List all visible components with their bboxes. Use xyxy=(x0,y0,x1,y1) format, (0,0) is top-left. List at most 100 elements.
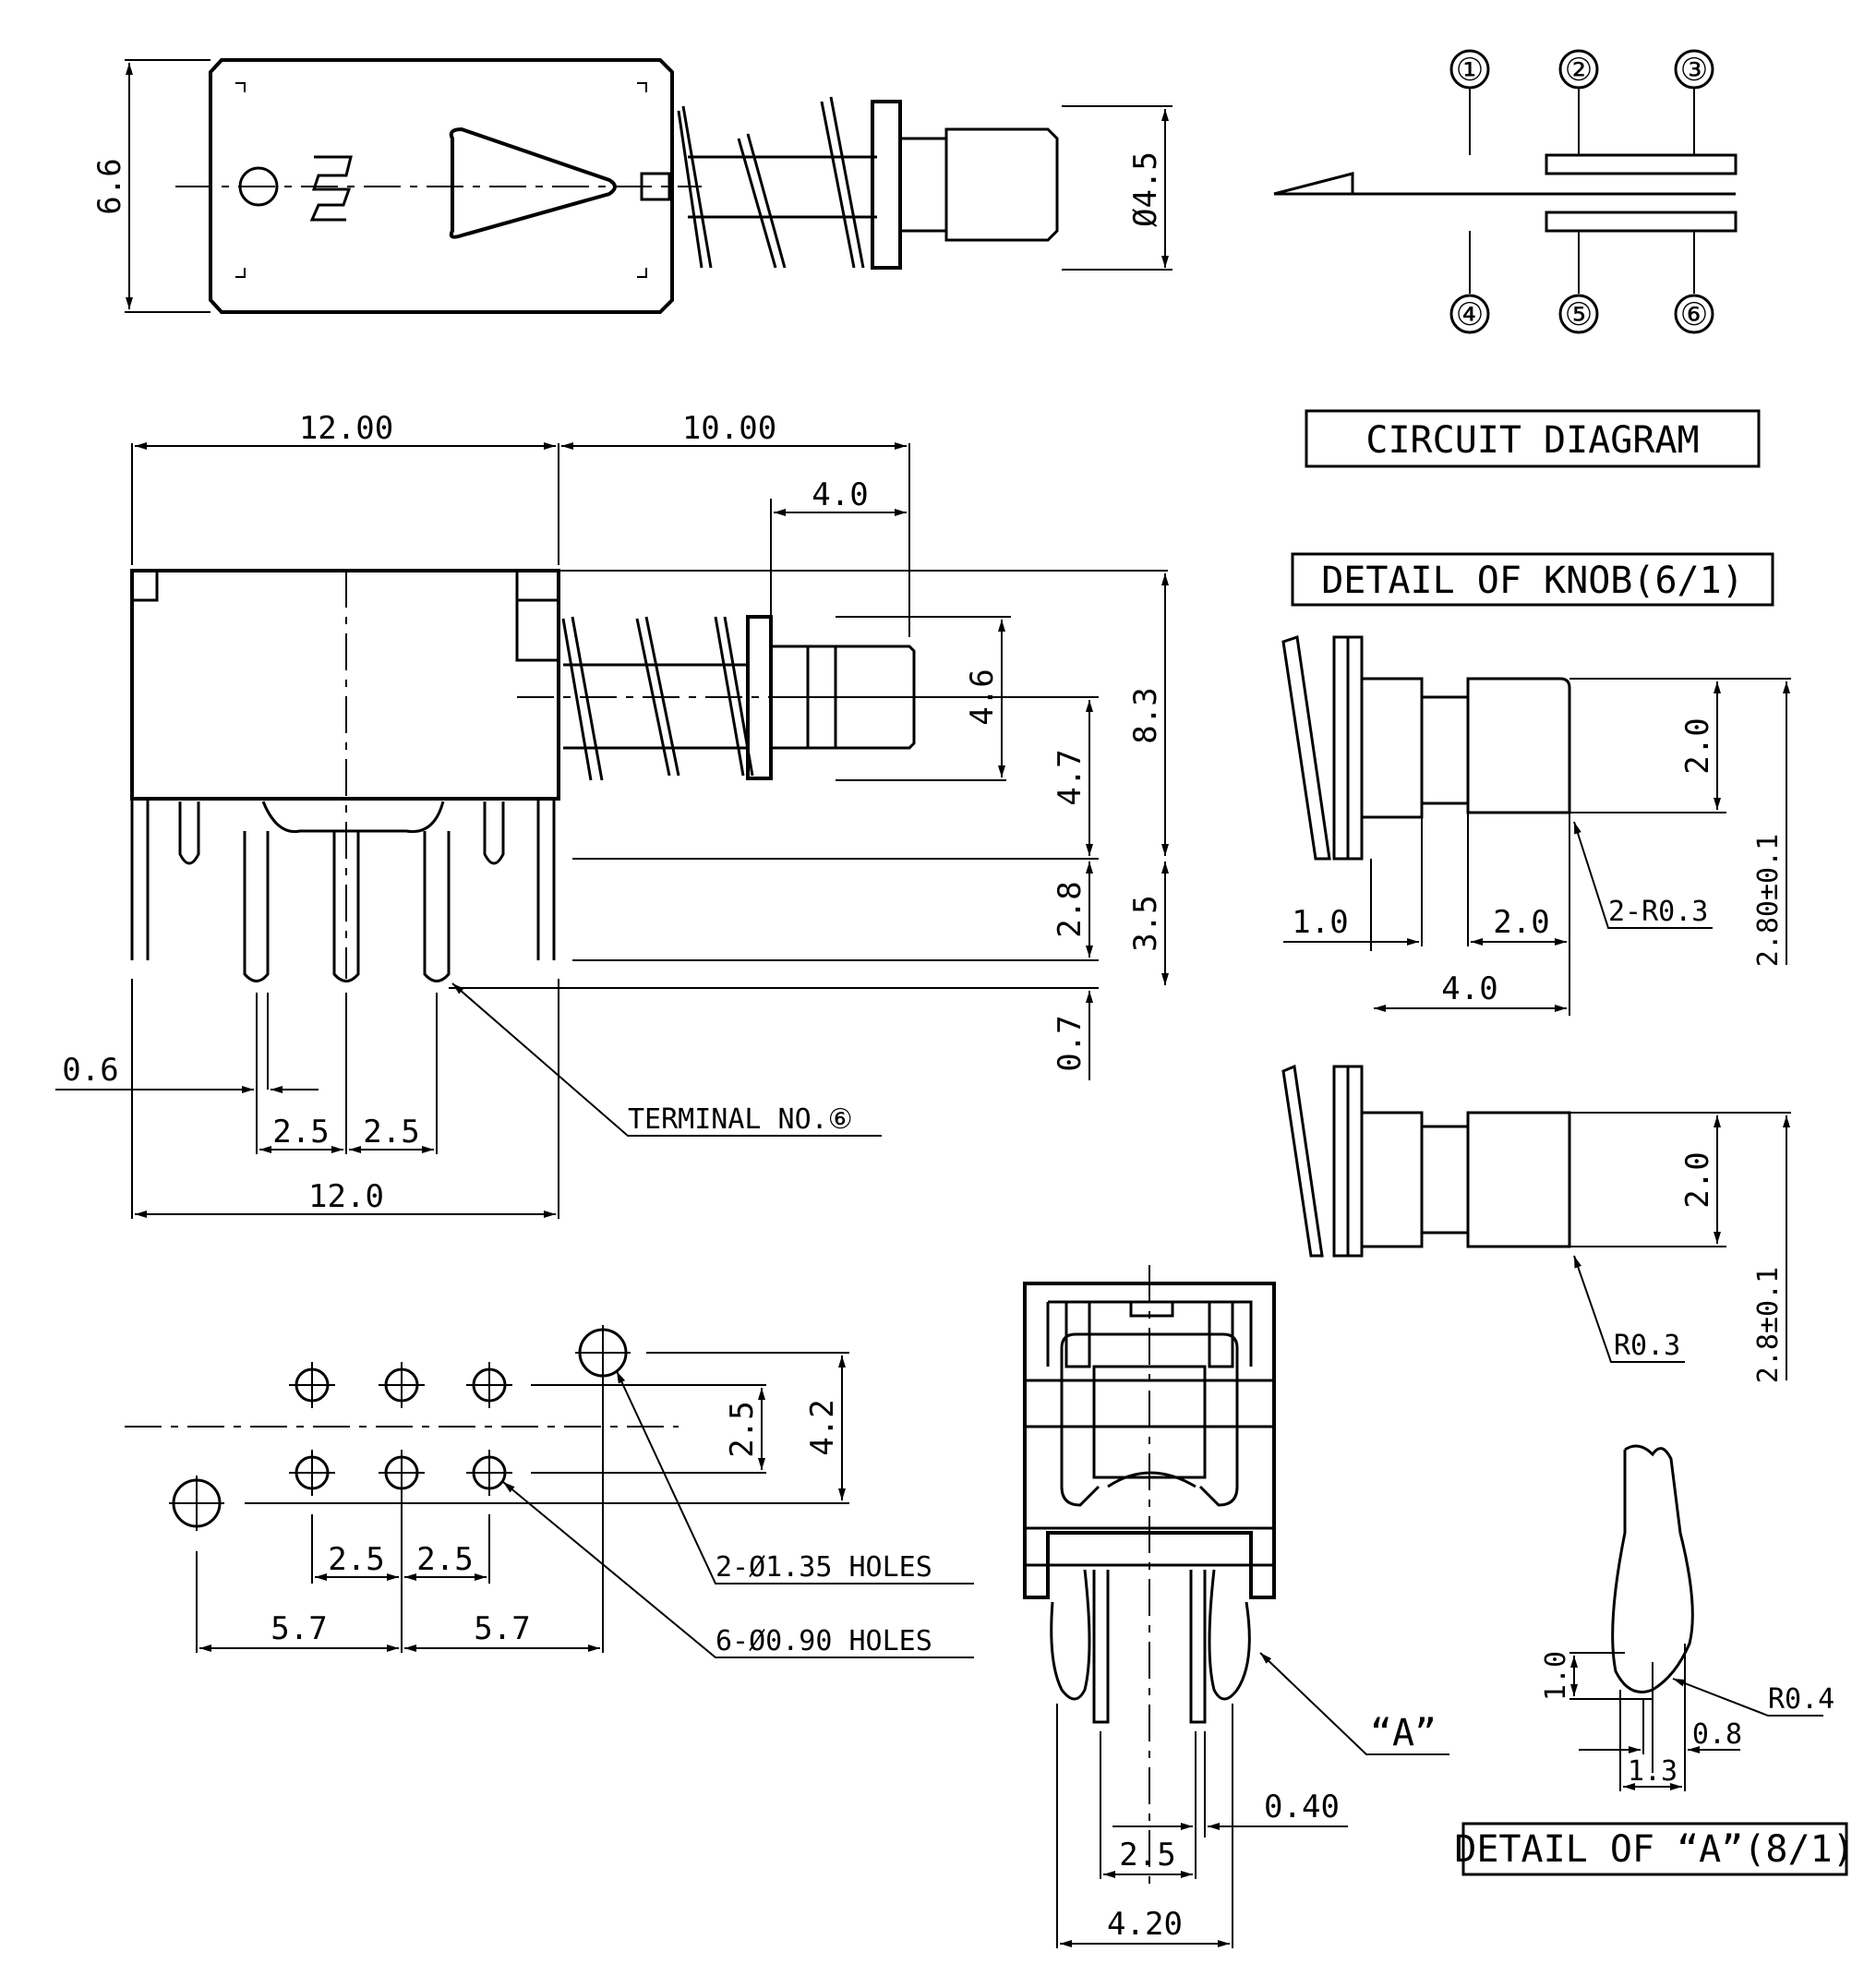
top-flange xyxy=(871,100,902,270)
top-body-outline xyxy=(209,58,674,314)
dim-12-00: 12.00 xyxy=(299,410,393,447)
circuit-diagram-title: CIRCUIT DIAGRAM xyxy=(1365,419,1699,462)
knob-detail-title: DETAIL OF KNOB(6/1) xyxy=(1321,560,1744,602)
dim-det-1-0: 1.0 xyxy=(1540,1651,1572,1701)
dim-10-00: 10.00 xyxy=(682,410,776,447)
top-view: 6.6 Ø4.5 xyxy=(91,58,1172,314)
detail-a-terminal xyxy=(1611,1444,1694,1693)
callout-a-leader xyxy=(1259,1652,1449,1755)
knob-flange-1b xyxy=(1346,635,1364,861)
dim-knob-2-0: 2.0 xyxy=(1679,717,1716,774)
dim-pcb-5-7b: 5.7 xyxy=(474,1610,530,1647)
holes-6-leader xyxy=(502,1481,974,1658)
knob2-r03-note: R0.3 xyxy=(1614,1330,1680,1362)
dim-3-5: 3.5 xyxy=(1127,895,1164,951)
front-top-notch xyxy=(1129,1302,1174,1318)
circuit-diagram: ① ② ③ ④ ⑤ ⑥ CIRCUIT DIAGRAM xyxy=(1273,49,1761,468)
knob-ext-2 xyxy=(1569,1112,1791,1247)
terminal-5-icon xyxy=(1558,294,1599,334)
top-arrow-window xyxy=(449,127,617,239)
top-body-corners xyxy=(235,82,647,278)
dim-knob2-2-0: 2.0 xyxy=(1679,1151,1716,1208)
front-knob-arc xyxy=(1107,1471,1197,1488)
terminal-2-label: ② xyxy=(1565,52,1593,89)
dim-2-5a: 2.5 xyxy=(272,1114,329,1151)
knob-cap-1 xyxy=(1466,677,1571,814)
dim-pcb-4-2: 4.2 xyxy=(804,1399,841,1455)
side-end-pins xyxy=(130,799,556,960)
dim-pcb-5-7a: 5.7 xyxy=(271,1610,327,1647)
terminal-2-icon xyxy=(1558,49,1599,90)
circuit-slider-tip xyxy=(1273,172,1354,196)
dim-0-6: 0.6 xyxy=(62,1052,118,1089)
side-body xyxy=(130,569,560,801)
side-knob-cap xyxy=(834,645,916,750)
dim-det-0-8: 0.8 xyxy=(1692,1718,1742,1751)
dim-knob-1-0: 1.0 xyxy=(1292,904,1348,941)
knob-stem-1 xyxy=(1422,695,1470,805)
dim-dia-4-5: Ø4.5 xyxy=(1127,151,1164,227)
r04-leader xyxy=(1672,1678,1823,1717)
knob-flange-2b xyxy=(1346,1065,1364,1258)
top-spring xyxy=(677,96,865,269)
front-terminal-right xyxy=(1208,1569,1251,1701)
knob-detail: DETAIL OF KNOB(6/1) 2.0 2.80±0.1 1.0 2.0… xyxy=(1281,552,1791,1383)
circuit-contact-upper xyxy=(1545,153,1738,175)
callout-a: “A” xyxy=(1370,1712,1437,1754)
dim-knob-2-0b: 2.0 xyxy=(1493,904,1549,941)
side-extension-lines xyxy=(131,443,1168,1219)
dim-knob2-2-8: 2.8±0.1 xyxy=(1752,1267,1785,1383)
detail-a-ext-lines xyxy=(1569,1644,1686,1791)
dim-2-5b: 2.5 xyxy=(363,1114,419,1151)
dim-4-7: 4.7 xyxy=(1052,749,1088,805)
dim-4-6: 4.6 xyxy=(964,669,1001,725)
terminal-1-icon xyxy=(1449,49,1490,90)
dim-knob-4-0: 4.0 xyxy=(1441,970,1497,1007)
dim-8-3: 8.3 xyxy=(1127,687,1164,743)
terminal-1-label: ① xyxy=(1456,52,1484,89)
dim-knob-2-80: 2.80±0.1 xyxy=(1752,834,1785,968)
terminal-6-note: TERMINAL NO.⑥ xyxy=(628,1103,853,1136)
circuit-contact-lower xyxy=(1545,211,1738,233)
knob-r03-leader xyxy=(1573,821,1713,929)
dim-0-7: 0.7 xyxy=(1052,1015,1088,1071)
terminal-3-label: ③ xyxy=(1680,52,1708,89)
circuit-diagram-title-box xyxy=(1305,409,1761,468)
knob2-r03-leader xyxy=(1573,1255,1685,1363)
side-body-notch xyxy=(130,571,159,602)
side-spring xyxy=(561,616,754,781)
circuit-leads xyxy=(1469,88,1695,294)
knob-detail-title-box xyxy=(1291,552,1774,607)
side-clips xyxy=(178,801,505,865)
front-body xyxy=(1023,1282,1276,1599)
knob-neck-1 xyxy=(1360,677,1424,819)
knob-lever-1 xyxy=(1281,635,1331,861)
side-flange xyxy=(746,615,773,780)
terminal-4-icon xyxy=(1449,294,1490,334)
terminal-5-label: ⑤ xyxy=(1565,296,1593,333)
knob-r03-2-note: 2-R0.3 xyxy=(1608,896,1708,928)
dim-pcb-2-5a: 2.5 xyxy=(328,1541,384,1578)
dim-front-0-40: 0.40 xyxy=(1264,1789,1340,1825)
front-pins xyxy=(1092,1570,1207,1724)
side-pin-1 xyxy=(243,831,270,982)
r04-note: R0.4 xyxy=(1768,1683,1834,1716)
top-knob-cap xyxy=(944,127,1059,242)
side-pin-2 xyxy=(332,831,360,982)
knob-ext-1 xyxy=(1370,678,1791,1016)
front-housing xyxy=(1060,1332,1239,1507)
knob-flange-1a xyxy=(1332,635,1350,861)
knob-lever-2 xyxy=(1281,1064,1324,1258)
knob-flange-2a xyxy=(1332,1065,1350,1258)
terminal-6-leader xyxy=(451,982,882,1137)
terminal-6-icon xyxy=(1674,294,1714,334)
terminal-3-icon xyxy=(1674,49,1714,90)
dim-pcb-2-5v: 2.5 xyxy=(724,1401,761,1457)
pcb-extension-lines xyxy=(196,1352,849,1653)
front-view: 0.40 2.5 4.20 “A” xyxy=(1023,1265,1449,1948)
brand-logo-icon xyxy=(309,155,353,222)
dim-pcb-2-5b: 2.5 xyxy=(416,1541,473,1578)
pcb-hole-crosshairs xyxy=(169,1325,631,1531)
